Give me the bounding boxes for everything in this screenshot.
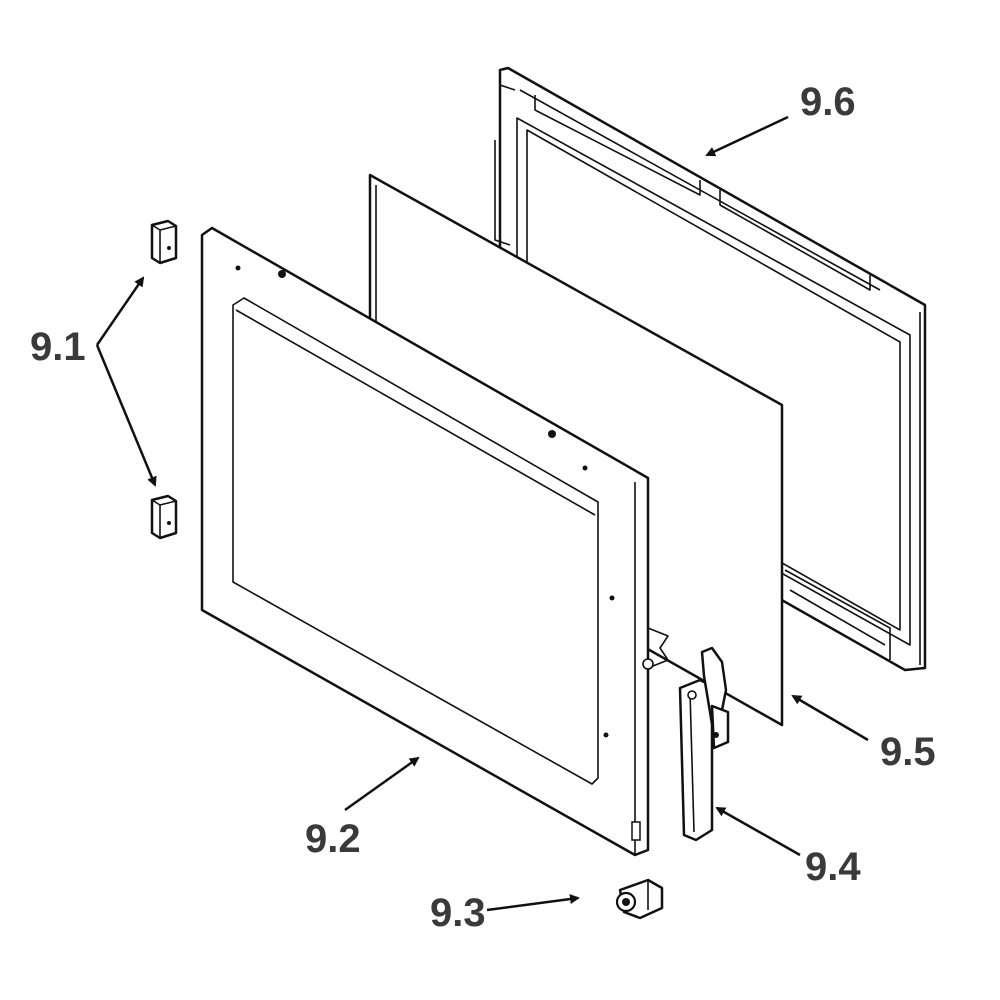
- arrow-9-3: [486, 894, 580, 912]
- arrow-9-5: [791, 694, 869, 742]
- arrow-9-6: [705, 115, 789, 157]
- arrow-9-1-upper: [95, 276, 145, 346]
- arrow-9-1-lower: [95, 344, 157, 487]
- part-front-door: [200, 226, 669, 857]
- part-latch: [615, 878, 664, 920]
- callout-label-9-5: 9.5: [880, 730, 936, 774]
- callout-label-9-3: 9.3: [430, 891, 486, 935]
- callout-label-9-2: 9.2: [305, 817, 361, 861]
- arrow-9-2: [344, 756, 420, 812]
- leader-arrows: [95, 115, 869, 912]
- callout-label-9-6: 9.6: [800, 80, 856, 124]
- part-hinge: [678, 646, 730, 842]
- arrow-9-4: [715, 806, 801, 857]
- callout-label-9-1: 9.1: [30, 325, 86, 369]
- part-clip-lower: [150, 494, 178, 540]
- part-clip-upper: [150, 219, 178, 265]
- callout-label-9-4: 9.4: [805, 845, 861, 889]
